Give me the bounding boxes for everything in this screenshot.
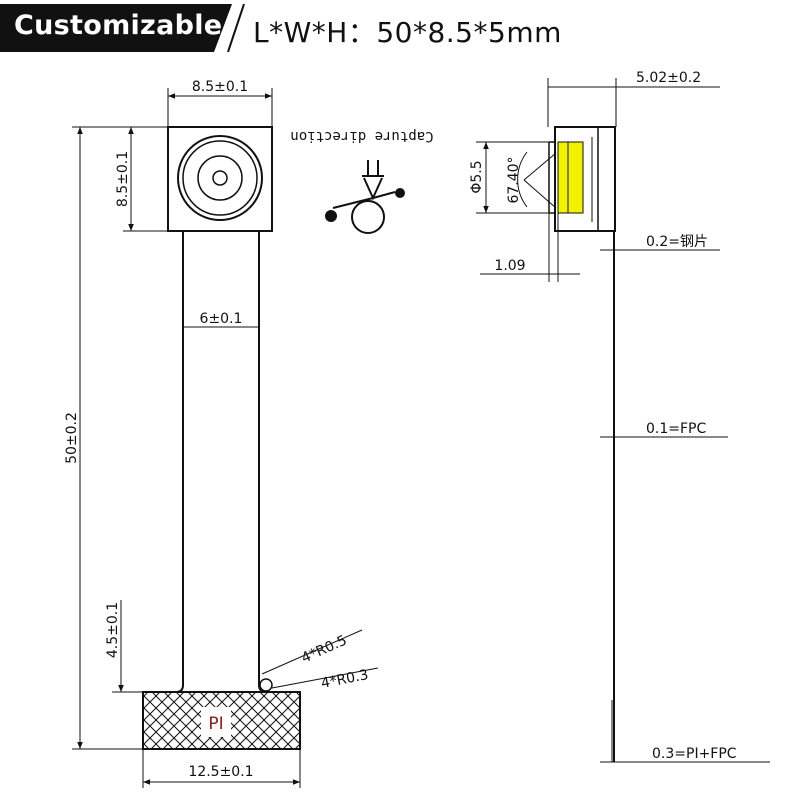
capture-direction-label: Capture direction [290, 128, 433, 144]
radius-outer-label: 4*R0.5 [299, 633, 349, 667]
camera-module-outline [167, 126, 273, 232]
side-view-dimensions [476, 78, 770, 763]
badge-label: Customizable [14, 10, 223, 41]
lens-highlight [557, 141, 584, 214]
lens-outer-ring [177, 135, 263, 221]
connector-width-label: 12.5±0.1 [188, 764, 253, 780]
fpc-thickness-label: 0.1=FPC [646, 421, 706, 437]
pi-label: PI [208, 714, 223, 734]
module-width-label: 8.5±0.1 [192, 79, 248, 95]
lens-offset-label: 1.09 [494, 258, 525, 274]
module-height-label: 8.5±0.1 [115, 151, 131, 207]
connector-corner-radius [259, 678, 273, 692]
pi-fpc-label: 0.3=PI+FPC [652, 746, 737, 762]
dimensions-title: L*W*H：50*8.5*5mm [253, 16, 562, 49]
connector-height-label: 4.5±0.1 [105, 602, 121, 658]
fov-angle-label: 67.40° [506, 156, 522, 203]
side-view [517, 126, 616, 762]
front-view-dimensions [72, 88, 379, 788]
lens-inner-ring [197, 155, 243, 201]
thickness-label: 5.02±0.2 [636, 70, 701, 86]
customizable-badge [0, 4, 232, 52]
header: Customizable L*W*H：50*8.5*5mm [0, 0, 800, 60]
lens-diameter-label: Φ5.5 [469, 160, 485, 193]
fov-lower-line [523, 179, 557, 209]
lens-center [212, 170, 228, 186]
fov-upper-line [523, 152, 557, 181]
steel-plate-label: 0.2=钢片 [646, 234, 708, 250]
lens-middle-ring [182, 140, 258, 216]
front-view [142, 126, 301, 750]
capture-direction-figure-icon [325, 160, 405, 234]
pi-label-background [201, 707, 231, 737]
total-length-label: 50±0.2 [64, 412, 80, 464]
badge-divider-stroke [227, 4, 245, 52]
radius-inner-label: 4*R0.3 [320, 667, 370, 692]
fpc-strip-outline [175, 231, 267, 693]
fpc-width-label: 6±0.1 [200, 311, 243, 327]
module-side-body [554, 126, 616, 232]
